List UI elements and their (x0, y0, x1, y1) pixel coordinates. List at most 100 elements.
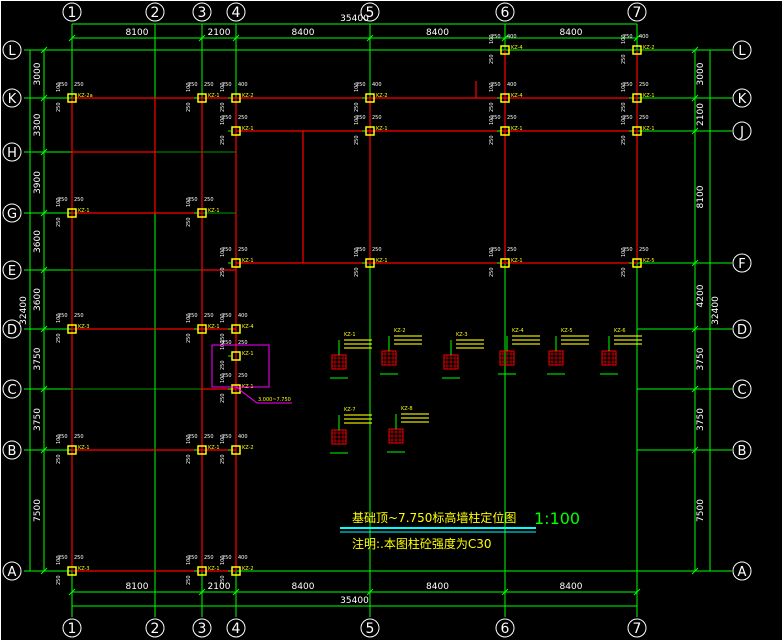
column-dim: 250 (507, 247, 517, 253)
axis-bubble (360, 2, 380, 22)
column-label: KZ-2 (242, 566, 254, 572)
axis-label: 6 (501, 5, 510, 21)
axis-label: 7 (633, 621, 642, 637)
column-square (231, 93, 241, 103)
column-square (632, 45, 642, 55)
column-square (231, 566, 241, 576)
axis-label: B (8, 444, 17, 459)
column-label: KZ-1 (208, 445, 220, 451)
column-dim: 250 (188, 434, 198, 440)
column-dim: 250 (621, 102, 627, 112)
dim-label: 2100 (696, 103, 706, 126)
highlight-box (211, 344, 270, 388)
axis-bubble (732, 88, 752, 108)
column-dim: 250 (372, 115, 382, 121)
column-label: KZ-1 (208, 93, 220, 99)
column-dim: 250 (356, 82, 366, 88)
column-dim: 100 (56, 82, 62, 92)
dim-label: 4200 (696, 284, 706, 307)
axis-label: L (8, 44, 16, 59)
column-dim: 250 (186, 217, 192, 227)
dim-label: 2100 (208, 582, 231, 592)
column-dim: 250 (489, 135, 495, 145)
column-dim: 250 (74, 197, 84, 203)
column-dim: 100 (186, 555, 192, 565)
dim-label: 3750 (33, 408, 43, 431)
axis-label: A (8, 565, 17, 580)
column-square (500, 126, 510, 136)
column-dim: 100 (621, 82, 627, 92)
column-label: KZ-1 (208, 324, 220, 330)
axis-label: E (8, 264, 16, 279)
column-dim: 250 (56, 102, 62, 112)
axis-label: 5 (366, 621, 375, 637)
column-dim: 250 (56, 575, 62, 585)
column-dim: 250 (621, 267, 627, 277)
axis-label: L (738, 44, 746, 59)
axis-bubble (2, 40, 22, 60)
axis-bubble (2, 440, 22, 460)
column-dim: 100 (220, 434, 226, 444)
column-square (197, 566, 207, 576)
column-dim: 250 (222, 340, 232, 346)
axis-bubble (495, 2, 515, 22)
elevation-note: 3.000~7.750 (258, 397, 291, 403)
column-dim: 400 (238, 555, 248, 561)
dim-label: 3600 (33, 288, 43, 311)
column-label: KZ-1 (242, 126, 254, 132)
column-label: KZ-4 (511, 45, 523, 51)
drawing-title: 基础顶~7.750标高墙柱定位图 (352, 510, 516, 525)
axis-bubble (62, 618, 82, 638)
column-dim: 100 (56, 434, 62, 444)
column-dim: 250 (186, 575, 192, 585)
column-dim: 400 (507, 34, 517, 40)
column-dim: 100 (220, 247, 226, 257)
column-label: KZ-5 (643, 258, 655, 264)
column-dim: 250 (372, 247, 382, 253)
column-square (231, 324, 241, 334)
column-dim: 250 (489, 102, 495, 112)
column-label: KZ-2 (376, 93, 388, 99)
dim-total-label: 32400 (19, 296, 29, 325)
column-label: KZ-2a (78, 93, 93, 99)
column-dim: 250 (220, 267, 226, 277)
column-square (67, 208, 77, 218)
column-dim: 250 (56, 217, 62, 227)
column-dim: 250 (491, 34, 501, 40)
column-dim: 250 (58, 555, 68, 561)
axis-bubble (627, 618, 647, 638)
column-label: KZ-1 (511, 258, 523, 264)
axis-label: G (7, 207, 17, 222)
column-square (365, 126, 375, 136)
axis-label: 2 (151, 5, 160, 21)
column-dim: 100 (220, 313, 226, 323)
column-label: KZ-1 (643, 93, 655, 99)
column-dim: 250 (204, 434, 214, 440)
schedule-label: KZ-4 (512, 328, 524, 334)
column-dim: 250 (222, 82, 232, 88)
axis-bubble (2, 260, 22, 280)
column-dim: 250 (491, 247, 501, 253)
column-dim: 250 (186, 333, 192, 343)
column-dim: 250 (621, 54, 627, 64)
column-square (67, 566, 77, 576)
axis-bubble (226, 2, 246, 22)
column-dim: 250 (222, 434, 232, 440)
dim-label: 8400 (426, 28, 449, 38)
column-dim: 250 (58, 82, 68, 88)
column-dim: 100 (354, 115, 360, 125)
column-dim: 100 (489, 34, 495, 44)
column-dim: 100 (186, 197, 192, 207)
axis-bubble (627, 2, 647, 22)
column-dim: 250 (204, 197, 214, 203)
column-dim: 100 (220, 555, 226, 565)
column-dim: 100 (489, 115, 495, 125)
axis-label: 2 (151, 621, 160, 637)
column-dim: 250 (204, 313, 214, 319)
dim-label: 3900 (33, 171, 43, 194)
column-dim: 250 (238, 373, 248, 379)
column-dim: 400 (372, 82, 382, 88)
